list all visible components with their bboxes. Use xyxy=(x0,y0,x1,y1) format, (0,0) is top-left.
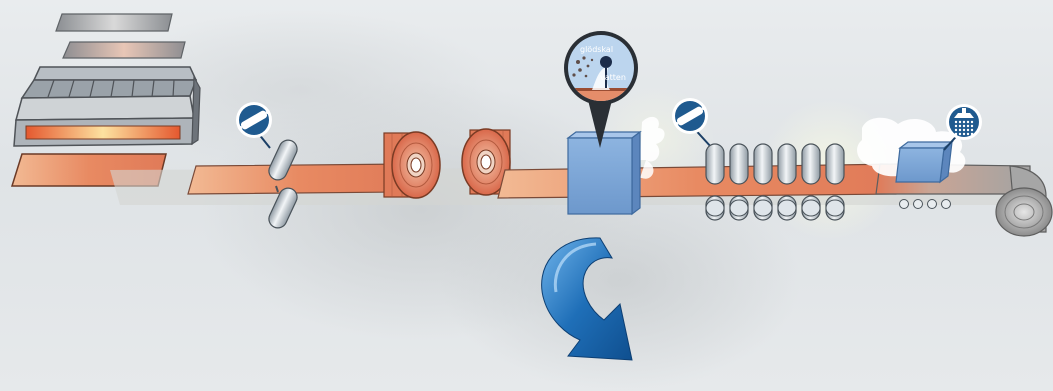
descaling-box xyxy=(566,116,665,216)
downcoiler xyxy=(995,165,1053,237)
water-label: vatten xyxy=(600,73,626,82)
descaling-callout: glödskal vatten xyxy=(564,31,638,148)
stand-6 xyxy=(825,143,845,221)
stand-2 xyxy=(729,143,749,221)
finishing-mill xyxy=(705,143,845,221)
reheating-furnace xyxy=(13,66,201,147)
strip-roughing xyxy=(187,163,411,195)
rolling-pin-icon xyxy=(673,105,707,127)
stand-4 xyxy=(777,143,797,221)
roughing-mill-badge[interactable] xyxy=(236,102,272,149)
roller-top xyxy=(268,139,298,181)
water-cooling-badge[interactable] xyxy=(943,104,982,151)
rolling-pin-icon xyxy=(237,109,271,131)
stand-1 xyxy=(705,143,725,221)
finishing-mill-badge[interactable] xyxy=(672,98,713,149)
curved-arrow-down-icon[interactable] xyxy=(541,237,633,361)
roughing-mill xyxy=(268,139,298,229)
run-out-rollers xyxy=(899,199,951,209)
stand-3 xyxy=(753,143,773,221)
coil-1 xyxy=(383,131,441,199)
stand-5 xyxy=(801,143,821,221)
slab-stack xyxy=(55,13,186,59)
water-cooling xyxy=(857,117,966,209)
shower-icon xyxy=(954,108,974,136)
scale-particles xyxy=(572,56,594,78)
coil-2 xyxy=(461,128,511,196)
scale-label: glödskal xyxy=(580,45,613,54)
roller-bottom xyxy=(268,187,298,229)
